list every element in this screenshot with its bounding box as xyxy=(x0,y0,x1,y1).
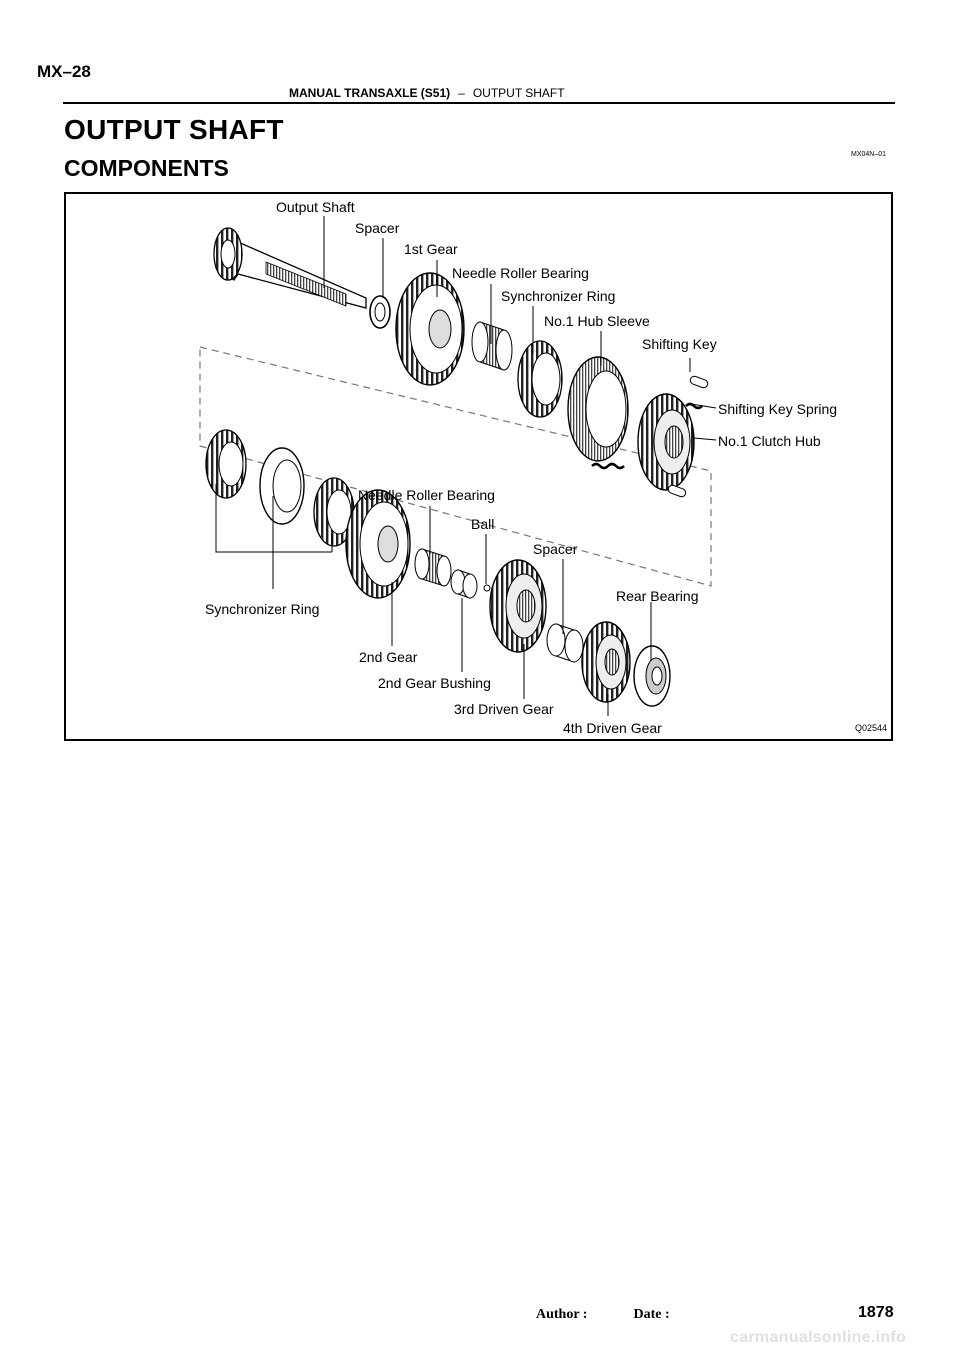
section-heading: COMPONENTS xyxy=(64,155,229,181)
leader-lines xyxy=(215,216,717,716)
shifting-key-spring-part xyxy=(591,402,703,470)
author-label: Author : xyxy=(536,1307,588,1322)
page-number: 1878 xyxy=(858,1304,894,1321)
label-needle-roller-bearing: Needle Roller Bearing xyxy=(452,265,589,281)
page-code: MX–28 xyxy=(37,62,91,81)
label-hub-sleeve: No.1 Hub Sleeve xyxy=(544,313,650,329)
label-synchronizer-ring-2: Synchronizer Ring xyxy=(205,601,320,617)
label-third-driven-gear: 3rd Driven Gear xyxy=(454,701,554,717)
needle-roller-bearing-part xyxy=(471,321,513,371)
spacer-2-part xyxy=(546,623,584,663)
header-section: MANUAL TRANSAXLE (S51) xyxy=(289,86,451,100)
header-subsection: OUTPUT SHAFT xyxy=(472,86,565,100)
label-fourth-driven-gear: 4th Driven Gear xyxy=(563,720,662,736)
label-synchronizer-ring: Synchronizer Ring xyxy=(501,288,616,304)
reference-code: MX04N–01 xyxy=(851,151,887,158)
exploded-view-figure: Output Shaft Spacer 1st Gear Needle Roll… xyxy=(64,192,893,741)
shifting-key-part xyxy=(667,375,709,498)
header-separator: – xyxy=(458,86,465,100)
page-title: OUTPUT SHAFT xyxy=(64,114,284,145)
label-second-gear-bushing: 2nd Gear Bushing xyxy=(378,675,491,691)
ball-part xyxy=(483,584,491,592)
needle-roller-bearing-2-part xyxy=(414,548,452,587)
second-gear-bushing-part xyxy=(450,569,478,599)
label-clutch-hub: No.1 Clutch Hub xyxy=(718,433,821,449)
hub-sleeve-part xyxy=(567,356,629,462)
rear-bearing-part xyxy=(633,645,671,707)
clutch-hub-part xyxy=(637,393,695,491)
figure-code: Q02544 xyxy=(854,723,887,733)
label-needle-roller-bearing-2: Needle Roller Bearing xyxy=(358,487,495,503)
label-shifting-key: Shifting Key xyxy=(642,336,717,352)
exploded-view-drawing xyxy=(199,216,717,716)
running-header: MANUAL TRANSAXLE (S51)–OUTPUT SHAFT xyxy=(289,86,565,100)
label-spacer-2: Spacer xyxy=(533,541,578,557)
spacer-part xyxy=(369,295,391,329)
label-first-gear: 1st Gear xyxy=(404,241,458,257)
footer-meta: Author : Date : xyxy=(536,1307,670,1323)
label-shifting-key-spring: Shifting Key Spring xyxy=(718,401,838,417)
label-second-gear: 2nd Gear xyxy=(359,649,418,665)
label-ball: Ball xyxy=(471,516,495,532)
label-output-shaft: Output Shaft xyxy=(276,199,355,215)
label-rear-bearing: Rear Bearing xyxy=(616,588,699,604)
second-gear-part xyxy=(345,489,411,599)
synchronizer-ring-part xyxy=(517,340,563,418)
first-gear-part xyxy=(395,272,465,386)
watermark: carmanualsonline.info xyxy=(730,1329,907,1346)
third-driven-gear-part xyxy=(489,559,547,653)
date-label: Date : xyxy=(633,1307,670,1322)
fourth-driven-gear-part xyxy=(581,621,631,703)
output-shaft-part xyxy=(213,227,367,309)
synchronizer-rings-part xyxy=(205,429,355,547)
label-spacer: Spacer xyxy=(355,220,400,236)
assembly-outline xyxy=(199,346,712,587)
header-rule xyxy=(63,102,895,104)
